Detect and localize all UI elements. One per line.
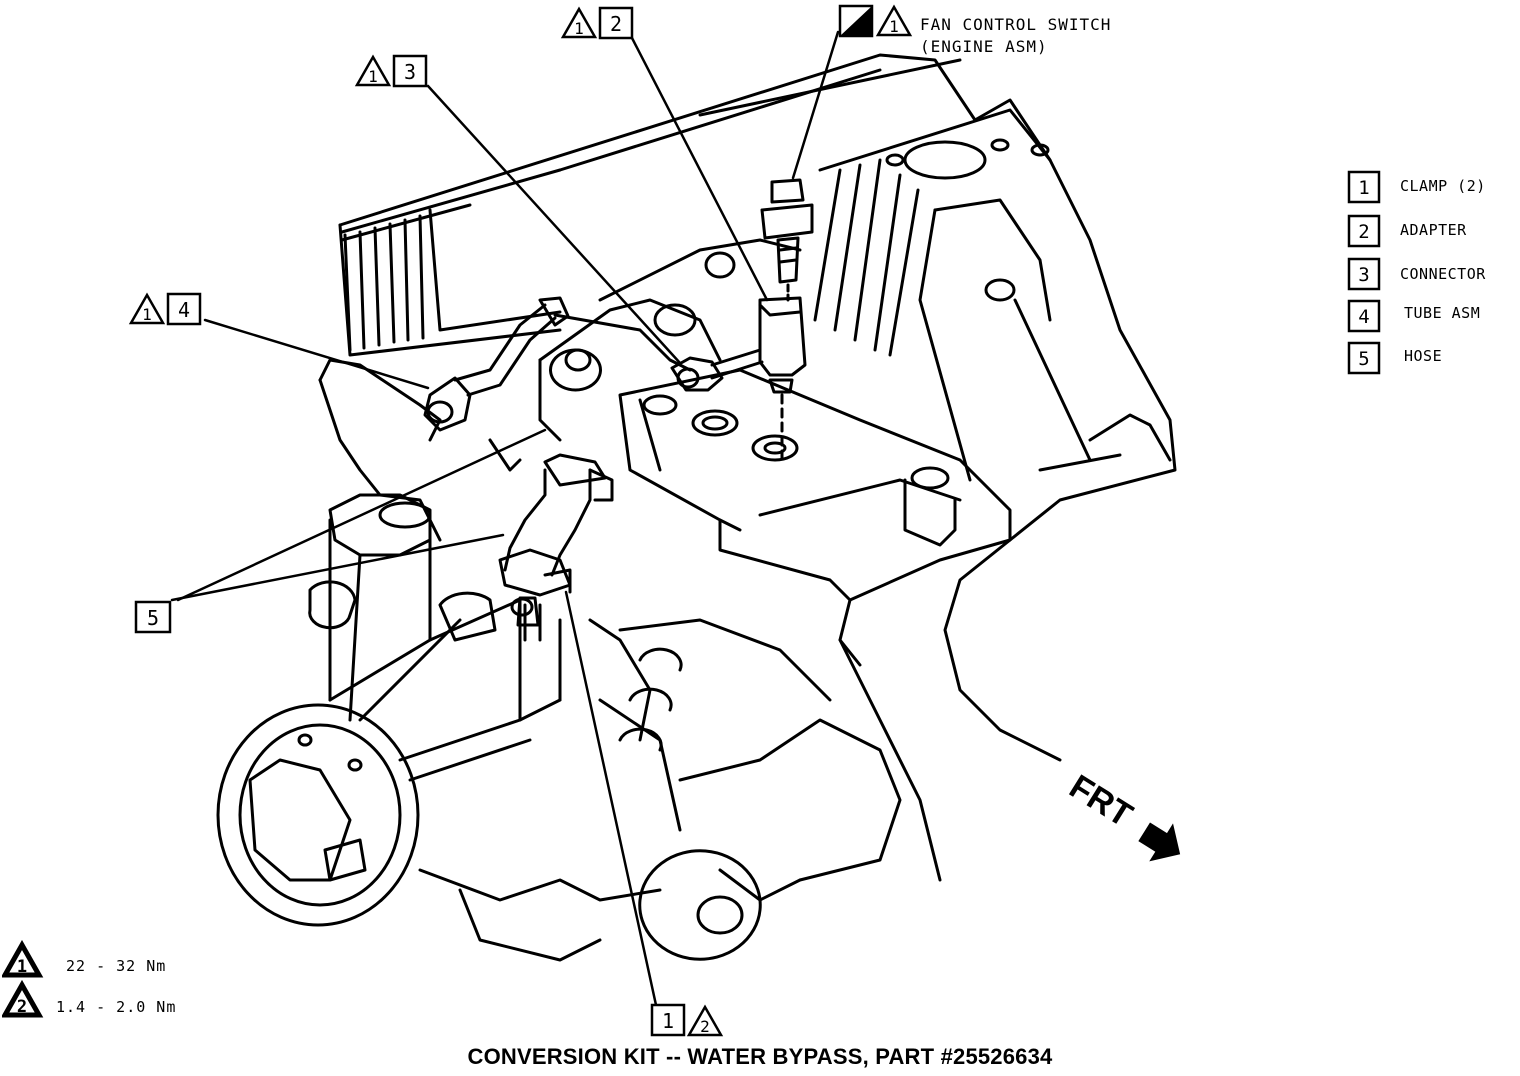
callout-triangle-label: 1 bbox=[368, 67, 378, 86]
fan-control-switch bbox=[760, 178, 814, 302]
callout-number-label: 3 bbox=[404, 60, 416, 84]
torque-triangle-icon bbox=[875, 4, 913, 37]
front-arrow-icon bbox=[1138, 822, 1181, 862]
figure-caption: CONVERSION KIT -- WATER BYPASS, PART #25… bbox=[467, 1044, 1053, 1069]
switch-symbol-fill bbox=[840, 6, 872, 36]
legend-label: HOSE bbox=[1404, 347, 1442, 365]
torque-triangle-icon bbox=[2, 979, 44, 1018]
callout-triangle-label: 1 bbox=[142, 305, 152, 324]
callout-number-box bbox=[650, 1003, 686, 1037]
legend-label: CONNECTOR bbox=[1400, 265, 1486, 283]
leader-adapter bbox=[630, 36, 769, 302]
leader-hose-a bbox=[170, 533, 505, 602]
torque-triangle-icon bbox=[686, 1004, 724, 1037]
torque-key: 1 22 - 32 Nm 2 1.4 - 2.0 Nm bbox=[2, 940, 176, 1018]
torque-key-item: 2 1.4 - 2.0 Nm bbox=[2, 979, 176, 1018]
legend-number-box bbox=[1347, 170, 1381, 204]
front-bracket bbox=[308, 358, 522, 722]
callout-number-box bbox=[134, 600, 172, 634]
callout-number-box bbox=[392, 54, 428, 88]
legend-number-box bbox=[1347, 257, 1381, 291]
callout-adapter: 1 2 bbox=[560, 6, 634, 40]
legend-number: 2 bbox=[1358, 221, 1369, 243]
front-direction-label: FRT bbox=[1063, 768, 1139, 835]
parts-legend: 1 CLAMP (2) 2 ADAPTER 3 CONNECTOR 4 TUBE… bbox=[1347, 170, 1486, 375]
legend-number: 3 bbox=[1358, 264, 1369, 286]
legend-item: 2 ADAPTER bbox=[1347, 214, 1467, 248]
leader-fan-switch bbox=[791, 30, 840, 180]
callout-hose: 5 bbox=[134, 600, 172, 634]
legend-item: 3 CONNECTOR bbox=[1347, 257, 1486, 291]
legend-number: 1 bbox=[1358, 177, 1369, 199]
leader-hose-b bbox=[176, 428, 547, 602]
torque-value: 1.4 - 2.0 Nm bbox=[56, 998, 176, 1016]
legend-number: 4 bbox=[1358, 306, 1369, 328]
legend-item: 5 HOSE bbox=[1347, 341, 1442, 375]
front-direction: FRT bbox=[1063, 768, 1181, 862]
callout-clamp: 1 2 bbox=[650, 1003, 724, 1037]
leader-clamp bbox=[564, 590, 658, 1007]
callout-number-label: 2 bbox=[610, 12, 622, 36]
legend-label: TUBE ASM bbox=[1404, 304, 1480, 322]
connector bbox=[670, 348, 764, 392]
callout-triangle-label: 1 bbox=[574, 19, 584, 38]
legend-number-box bbox=[1347, 299, 1381, 333]
torque-triangle-icon bbox=[128, 292, 166, 325]
legend-number: 5 bbox=[1358, 348, 1369, 370]
legend-item: 1 CLAMP (2) bbox=[1347, 170, 1486, 204]
tube-assembly bbox=[423, 296, 692, 432]
legend-label: ADAPTER bbox=[1400, 221, 1467, 239]
leader-lines bbox=[170, 30, 840, 1007]
torque-triangle-label: 2 bbox=[17, 997, 27, 1017]
torque-triangle-icon bbox=[560, 6, 598, 39]
hose bbox=[498, 453, 614, 642]
torque-value: 22 - 32 Nm bbox=[66, 957, 166, 975]
callout-number-box bbox=[598, 6, 634, 40]
engine-block bbox=[338, 53, 1177, 542]
callout-number-label: 4 bbox=[178, 298, 190, 322]
fan-switch-sublabel: (ENGINE ASM) bbox=[920, 37, 1048, 56]
callout-fan-switch: 1 FAN CONTROL SWITCH (ENGINE ASM) bbox=[838, 4, 1111, 56]
torque-key-item: 1 22 - 32 Nm bbox=[2, 940, 166, 978]
callout-number-box bbox=[166, 292, 202, 326]
water-pump bbox=[216, 598, 942, 962]
legend-label: CLAMP (2) bbox=[1400, 177, 1486, 195]
callout-triangle-label: 2 bbox=[700, 1017, 710, 1036]
leader-tube bbox=[203, 318, 430, 390]
leader-connector bbox=[426, 84, 682, 365]
legend-number-box bbox=[1347, 214, 1381, 248]
callout-connector: 1 3 bbox=[354, 54, 428, 88]
torque-triangle-icon bbox=[354, 54, 392, 87]
adapter bbox=[758, 296, 807, 462]
callout-tube-assembly: 1 4 bbox=[128, 292, 202, 326]
callout-triangle-label: 1 bbox=[889, 17, 899, 36]
legend-number-box bbox=[1347, 341, 1381, 375]
torque-triangle-icon bbox=[2, 940, 44, 978]
fan-switch-label: FAN CONTROL SWITCH bbox=[920, 15, 1111, 34]
legend-item: 4 TUBE ASM bbox=[1347, 299, 1480, 333]
callout-number-label: 1 bbox=[662, 1009, 674, 1033]
callout-number-label: 5 bbox=[147, 606, 159, 630]
torque-triangle-label: 1 bbox=[17, 957, 27, 977]
